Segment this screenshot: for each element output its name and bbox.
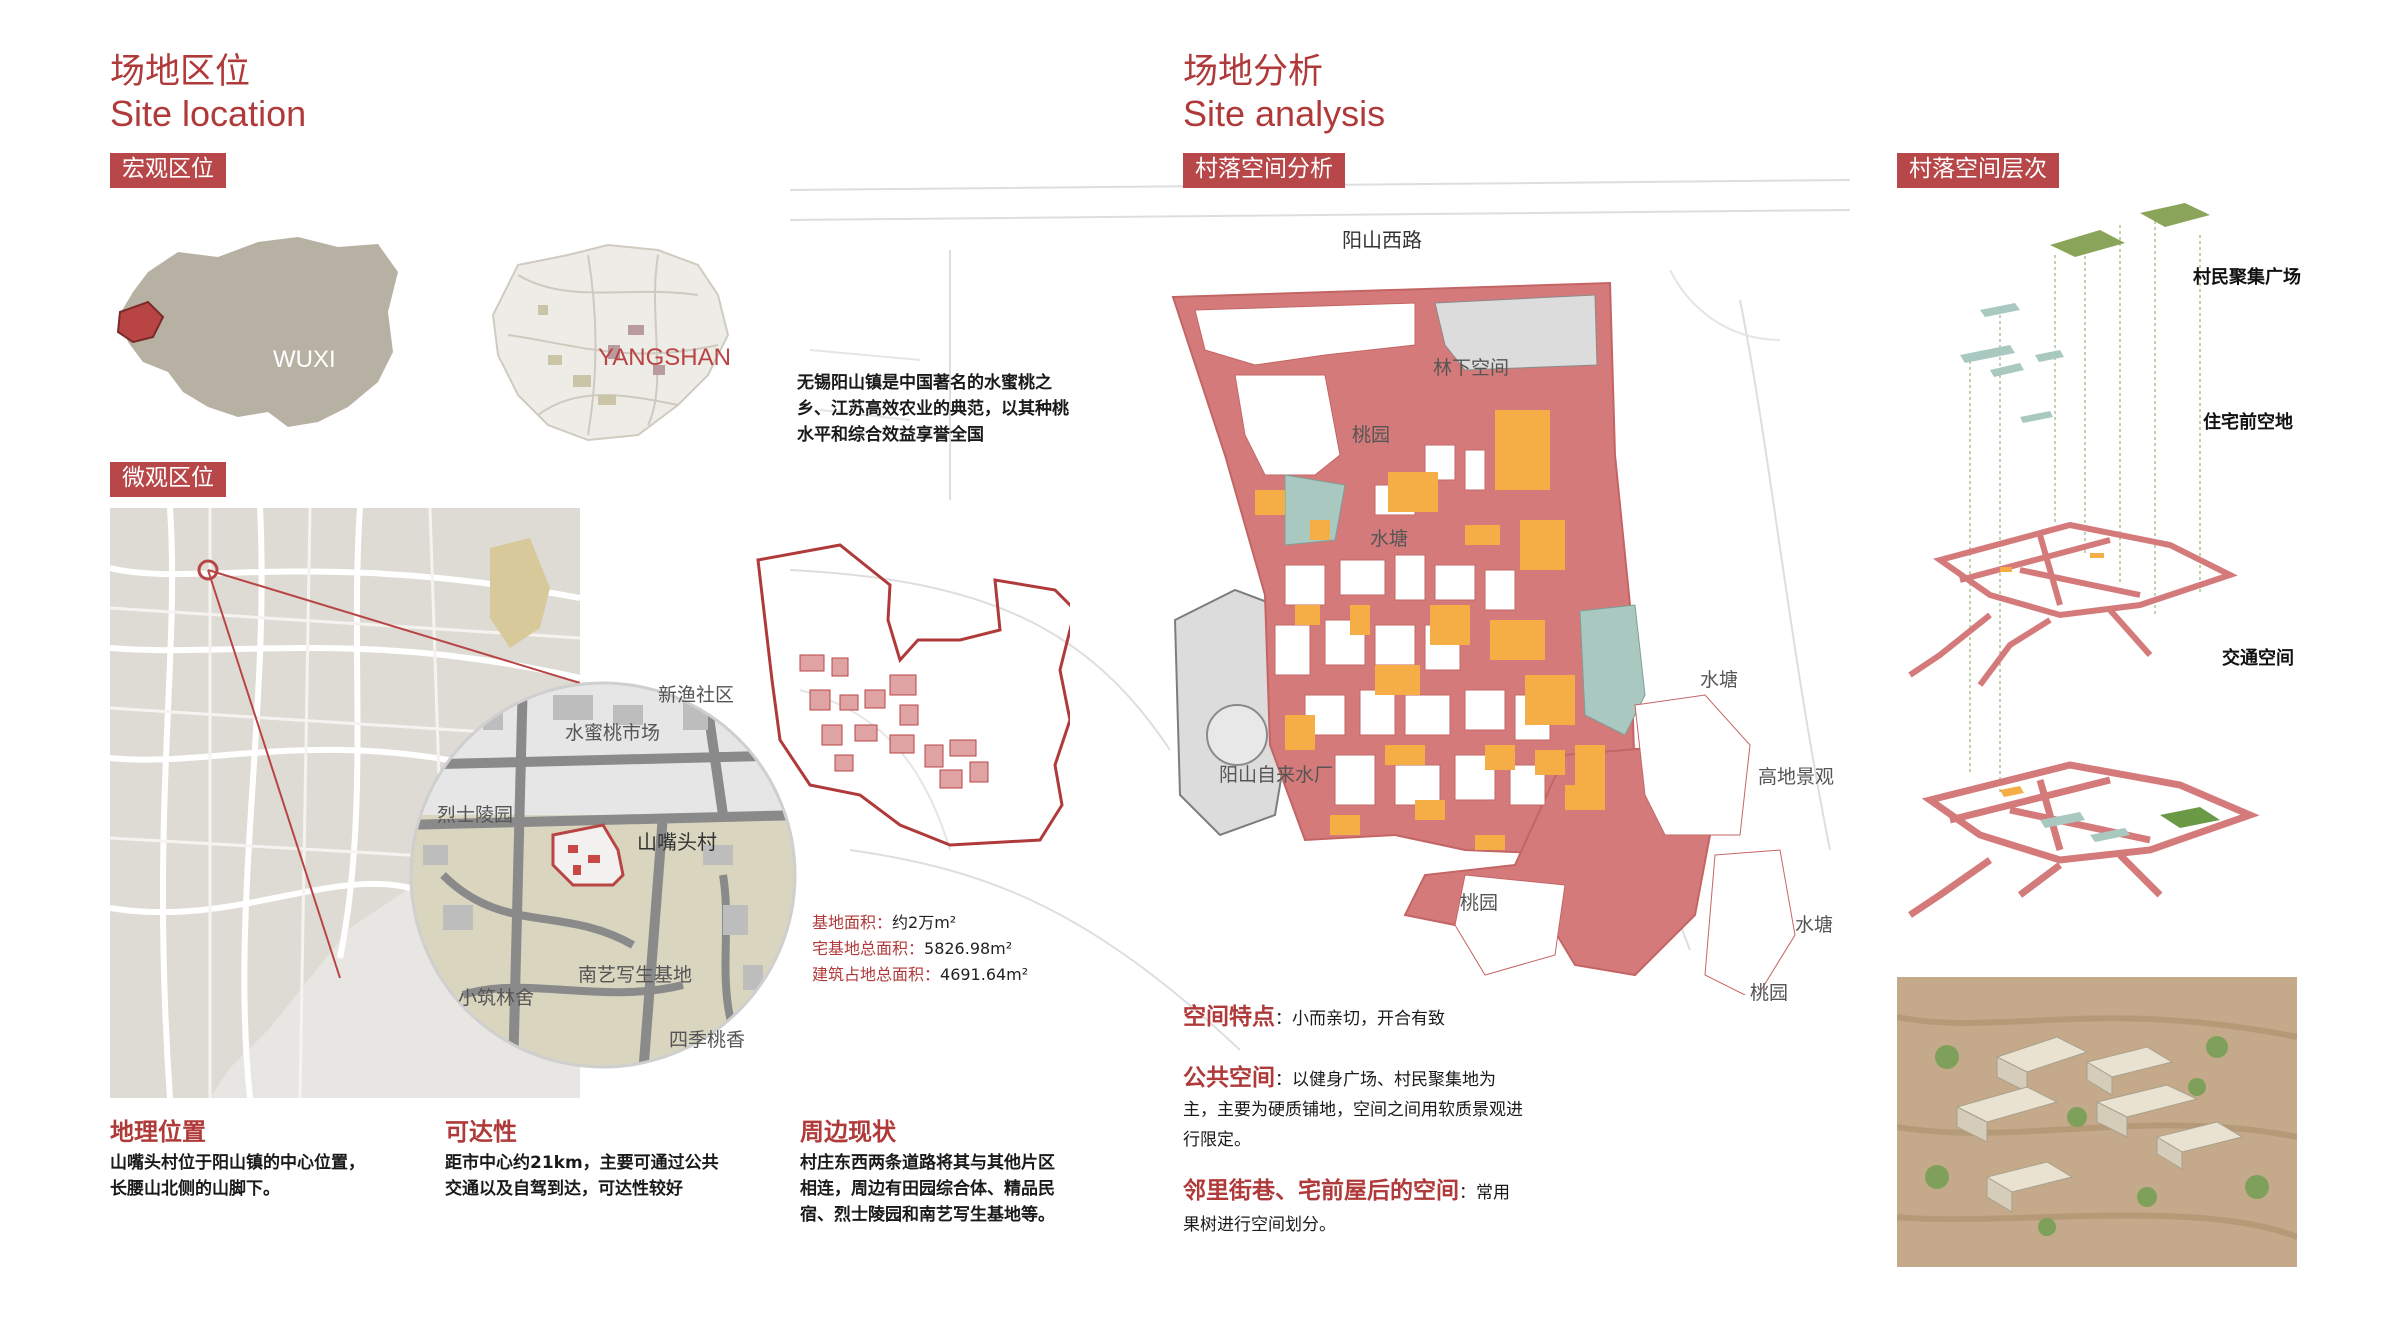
wuxi-label: WUXI xyxy=(273,346,336,373)
left-title-cn: 场地区位 xyxy=(110,52,251,92)
label-market: 水蜜桃市场 xyxy=(565,722,661,744)
tag-macro: 宏观区位 xyxy=(110,153,226,188)
label-art: 南艺写生基地 xyxy=(578,964,693,986)
geo-title: 地理位置 xyxy=(110,1118,206,1146)
tag-micro: 微观区位 xyxy=(110,462,226,497)
stat-homestead: 宅基地总面积：5826.98m² xyxy=(812,939,1013,958)
access-title: 可达性 xyxy=(445,1118,517,1146)
label-peach-3: 桃园 xyxy=(1750,982,1789,1004)
yangshan-map: YANGSHAN xyxy=(491,243,731,442)
label-xiaoyu: 小筑林舍 xyxy=(458,987,535,1009)
label-peach-1: 桃园 xyxy=(1352,424,1391,446)
surround-text: 村庄东西两条道路将其与其他片区相连，周边有田园综合体、精品民宿、烈士陵园和南艺写… xyxy=(800,1153,1055,1225)
label-village: 山嘴头村 xyxy=(637,830,717,854)
site-circle-inset xyxy=(409,681,797,1069)
site-outline-diagram xyxy=(756,543,1070,847)
layer-label-plaza: 村民聚集广场 xyxy=(2193,267,2301,288)
tag-space-layers: 村落空间层次 xyxy=(1897,153,2059,188)
layer-label-traffic: 交通空间 xyxy=(2222,648,2294,669)
label-lieshi: 烈士陵园 xyxy=(437,804,514,826)
intro-text: 无锡阳山镇是中国著名的水蜜桃之乡、江苏高效农业的典范，以其种桃水平和综合效益享誉… xyxy=(797,373,1069,445)
label-forest: 林下空间 xyxy=(1433,357,1510,379)
label-pond-1: 水塘 xyxy=(1370,528,1409,550)
label-pond-3: 水塘 xyxy=(1795,914,1834,936)
label-waterworks: 阳山自来水厂 xyxy=(1219,764,1334,786)
yangshan-label: YANGSHAN xyxy=(598,344,731,371)
tag-village-analysis: 村落空间分析 xyxy=(1183,153,1345,188)
right-title-en: Site analysis xyxy=(1183,93,1386,134)
feature-public-space: 公共空间：以健身广场、村民聚集地为主，主要为硬质铺地，空间之间用软质景观进行限定… xyxy=(1183,1065,1523,1150)
stat-building: 建筑占地总面积：4691.64m² xyxy=(812,965,1029,984)
left-title-en: Site location xyxy=(110,93,307,134)
label-siji: 四季桃香 xyxy=(669,1029,746,1051)
feature-neighbor-space: 邻里街巷、宅前屋后的空间：常用果树进行空间划分。 xyxy=(1183,1178,1510,1235)
wuxi-map: WUXI xyxy=(116,237,398,427)
label-highland: 高地景观 xyxy=(1758,766,1835,788)
feature-characteristics: 空间特点：小而亲切，开合有致 xyxy=(1183,1004,1445,1030)
geo-text: 山嘴头村位于阳山镇的中心位置，长腰山北侧的山脚下。 xyxy=(110,1153,365,1199)
access-text: 距市中心约21km，主要可通过公共交通以及自驾到达，可达性较好 xyxy=(445,1153,719,1199)
label-pond-2: 水塘 xyxy=(1700,669,1739,691)
label-road: 阳山西路 xyxy=(1342,228,1422,252)
label-xinyu: 新渔社区 xyxy=(658,684,735,706)
layer-label-front: 住宅前空地 xyxy=(2203,412,2293,433)
aerial-rendering xyxy=(1897,977,2297,1267)
right-title-cn: 场地分析 xyxy=(1183,52,1324,92)
label-peach-2: 桃园 xyxy=(1460,892,1499,914)
stat-area: 基地面积：约2万m² xyxy=(812,913,957,932)
village-site-plan xyxy=(1171,281,1796,995)
space-layers-diagram xyxy=(1908,203,2260,918)
surround-title: 周边现状 xyxy=(800,1118,896,1146)
